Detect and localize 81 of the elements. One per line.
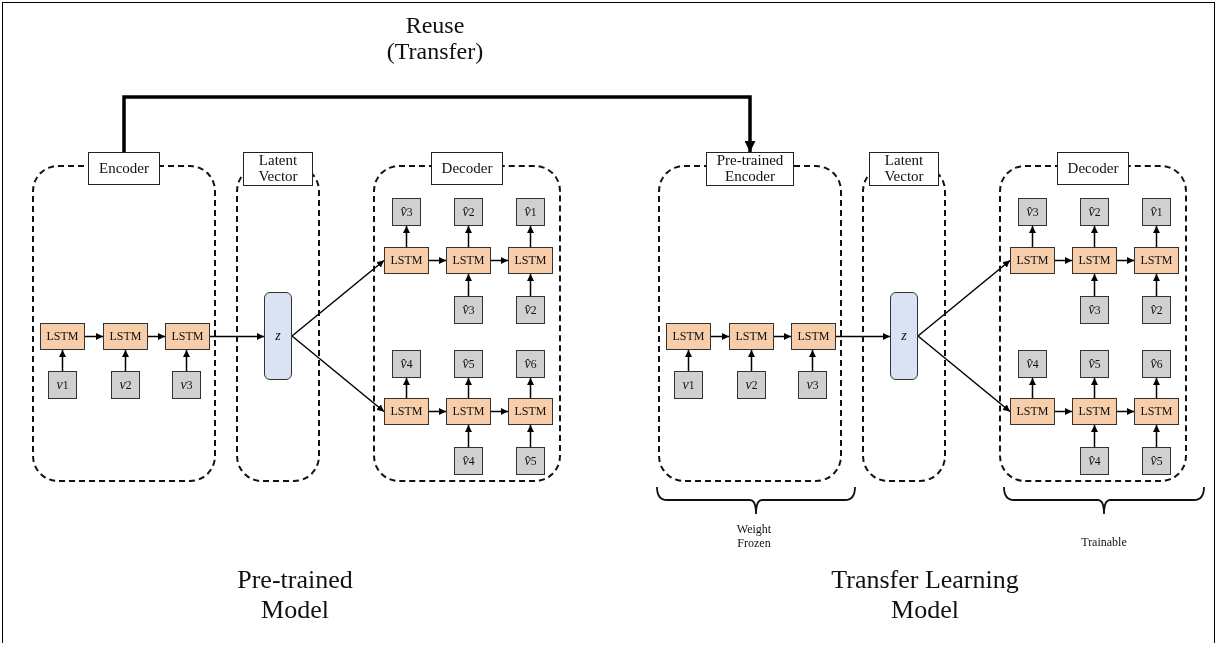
lstm-box: LSTM bbox=[384, 247, 429, 274]
lstm-box: LSTM bbox=[508, 398, 553, 425]
arrow bbox=[1091, 273, 1098, 297]
group-heading: Decoder bbox=[1057, 152, 1129, 185]
dashed-group bbox=[236, 152, 320, 482]
lstm-box: LSTM bbox=[666, 323, 711, 350]
dashed-group bbox=[862, 152, 946, 482]
group-heading: Encoder bbox=[88, 152, 160, 185]
dashed-group bbox=[32, 152, 216, 482]
lstm-box: LSTM bbox=[446, 247, 491, 274]
arrow bbox=[1029, 225, 1036, 248]
lstm-box: LSTM bbox=[165, 323, 210, 350]
bracket-label: Weight Frozen bbox=[735, 523, 773, 551]
arrow bbox=[122, 349, 129, 372]
arrow bbox=[1153, 377, 1160, 399]
lstm-box: LSTM bbox=[103, 323, 148, 350]
arrow bbox=[1153, 273, 1160, 297]
model-title: Pre-trained Model bbox=[236, 565, 354, 625]
arrow bbox=[835, 333, 891, 340]
lstm-box: LSTM bbox=[446, 398, 491, 425]
arrow bbox=[1116, 257, 1135, 264]
dashed-group bbox=[999, 152, 1187, 482]
arrow bbox=[527, 273, 534, 297]
arrow bbox=[147, 333, 166, 340]
arrow bbox=[685, 349, 692, 372]
arrow bbox=[773, 333, 792, 340]
arrow bbox=[527, 225, 534, 248]
arrow bbox=[917, 335, 1011, 413]
dashed-group bbox=[373, 152, 561, 482]
arrow bbox=[1091, 225, 1098, 248]
lstm-box: LSTM bbox=[1072, 247, 1117, 274]
arrow bbox=[917, 259, 1011, 337]
lstm-box: LSTM bbox=[508, 247, 553, 274]
arrow bbox=[428, 408, 447, 415]
lstm-box: LSTM bbox=[1010, 398, 1055, 425]
group-heading: Latent Vector bbox=[869, 152, 939, 186]
model-title: Transfer Learning Model bbox=[830, 565, 1020, 625]
group-heading: Pre-trained Encoder bbox=[706, 152, 794, 186]
arrow bbox=[1116, 408, 1135, 415]
lstm-box: LSTM bbox=[1010, 247, 1055, 274]
lstm-box: LSTM bbox=[729, 323, 774, 350]
bracket-label: Trainable bbox=[1080, 536, 1128, 550]
arrow bbox=[291, 335, 385, 413]
arrow bbox=[490, 257, 509, 264]
arrow bbox=[1153, 424, 1160, 448]
arrow bbox=[59, 349, 66, 372]
group-heading: Latent Vector bbox=[243, 152, 313, 186]
arrow bbox=[403, 377, 410, 399]
arrow bbox=[403, 225, 410, 248]
arrow bbox=[465, 225, 472, 248]
group-heading: Decoder bbox=[431, 152, 503, 185]
arrow bbox=[428, 257, 447, 264]
arrow bbox=[122, 95, 756, 152]
arrow bbox=[1153, 225, 1160, 248]
arrow bbox=[209, 333, 265, 340]
arrow bbox=[1029, 377, 1036, 399]
arrow bbox=[527, 377, 534, 399]
lstm-box: LSTM bbox=[791, 323, 836, 350]
arrow bbox=[1054, 257, 1073, 264]
latent-vector-box: z bbox=[264, 292, 292, 380]
arrow bbox=[183, 349, 190, 372]
arrow bbox=[1091, 377, 1098, 399]
latent-vector-box: z bbox=[890, 292, 918, 380]
arrow bbox=[809, 349, 816, 372]
lstm-box: LSTM bbox=[1072, 398, 1117, 425]
dashed-group bbox=[658, 152, 842, 482]
arrow bbox=[291, 259, 385, 337]
lstm-box: LSTM bbox=[384, 398, 429, 425]
lstm-box: LSTM bbox=[40, 323, 85, 350]
arrow bbox=[1054, 408, 1073, 415]
arrow bbox=[748, 349, 755, 372]
arrow bbox=[1091, 424, 1098, 448]
arrow bbox=[710, 333, 730, 340]
arrow bbox=[527, 424, 534, 448]
arrow bbox=[465, 273, 472, 297]
lstm-box: LSTM bbox=[1134, 247, 1179, 274]
arrow bbox=[465, 377, 472, 399]
arrow bbox=[84, 333, 104, 340]
arrow bbox=[465, 424, 472, 448]
arrow bbox=[490, 408, 509, 415]
lstm-box: LSTM bbox=[1134, 398, 1179, 425]
